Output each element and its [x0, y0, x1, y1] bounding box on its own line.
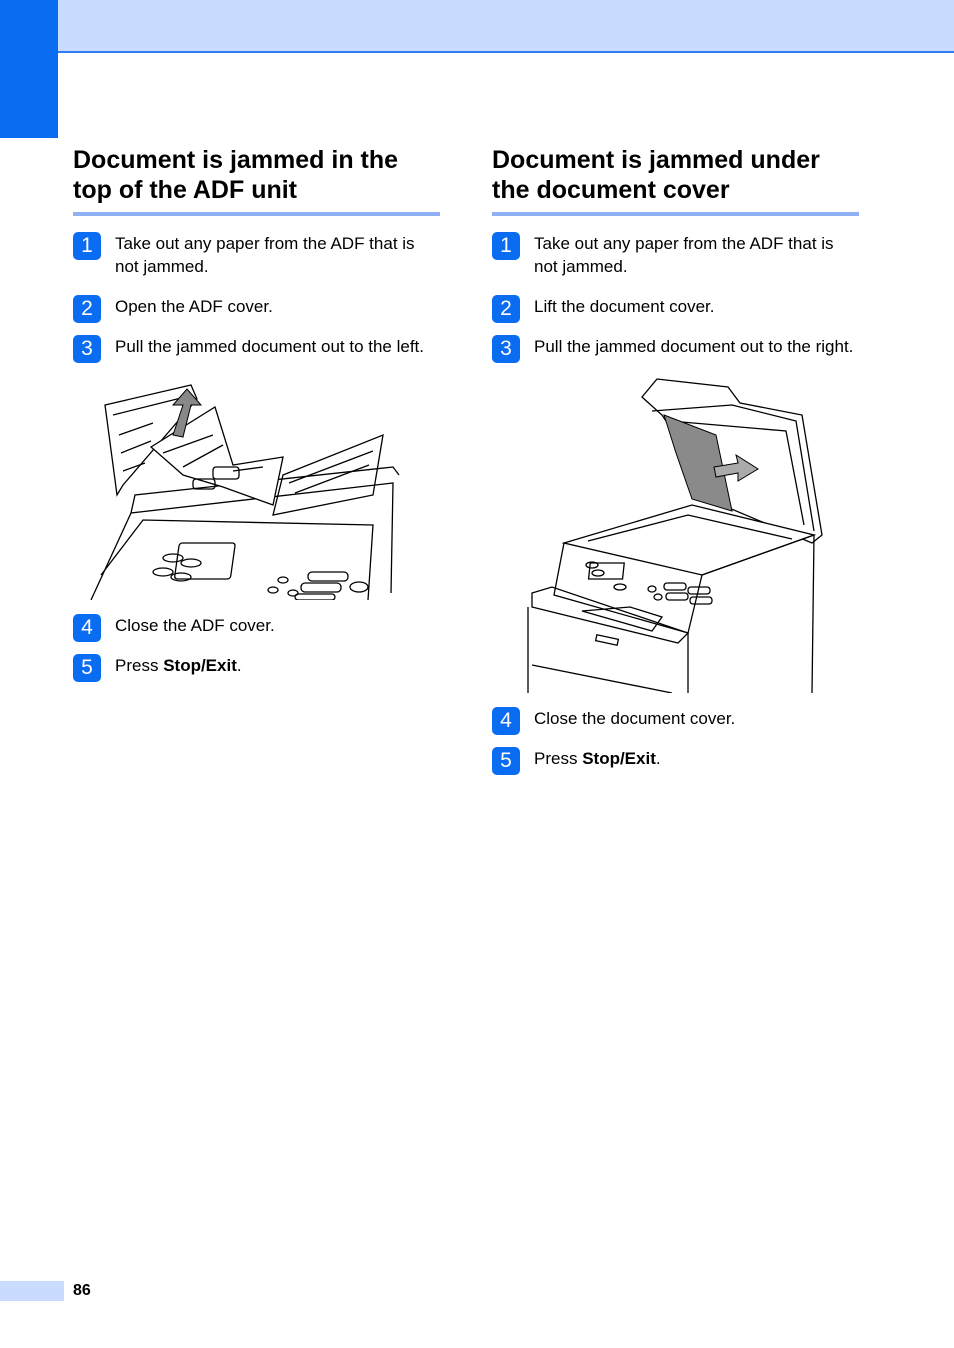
step-number-badge: 4 [73, 614, 101, 642]
step-item: 3 Pull the jammed document out to the ri… [492, 335, 859, 363]
step-item: 4 Close the ADF cover. [73, 614, 440, 642]
step-number-badge: 5 [73, 654, 101, 682]
step-item: 2 Open the ADF cover. [73, 295, 440, 323]
section-title: Document is jammed under the document co… [492, 145, 859, 216]
step-list: 1 Take out any paper from the ADF that i… [492, 232, 859, 363]
step-text-prefix: Press [534, 749, 583, 768]
step-text: Pull the jammed document out to the left… [115, 337, 425, 356]
step-number-badge: 1 [73, 232, 101, 260]
chapter-tab [0, 0, 58, 138]
document-cover-jam-illustration [527, 378, 823, 693]
step-text-suffix: . [236, 656, 242, 675]
step-list-continued: 4 Close the ADF cover. 5 Press Stop/Exit… [73, 614, 440, 682]
page-number-tab [0, 1281, 64, 1301]
step-text: Take out any paper from the ADF that is … [534, 234, 834, 276]
step-item: 1 Take out any paper from the ADF that i… [492, 232, 859, 278]
step-item: 4 Close the document cover. [492, 707, 859, 735]
step-text-prefix: Press [115, 656, 164, 675]
step-text-suffix: . [655, 749, 661, 768]
step-number-badge: 5 [492, 747, 520, 775]
step-text: Close the ADF cover. [115, 616, 275, 635]
step-number-badge: 2 [73, 295, 101, 323]
section-title: Document is jammed in the top of the ADF… [73, 145, 440, 216]
header-band [58, 0, 954, 53]
step-text: Pull the jammed document out to the righ… [534, 337, 854, 356]
step-number-badge: 3 [73, 335, 101, 363]
step-text: Open the ADF cover. [115, 297, 273, 316]
step-text: Take out any paper from the ADF that is … [115, 234, 415, 276]
step-text: Lift the document cover. [534, 297, 715, 316]
step-list-continued: 4 Close the document cover. 5 Press Stop… [492, 707, 859, 775]
section-adf-top: Document is jammed in the top of the ADF… [73, 145, 440, 694]
step-number-badge: 4 [492, 707, 520, 735]
stop-exit-key-label: Stop/Exit [163, 656, 237, 675]
step-item: 5 Press Stop/Exit. [73, 654, 440, 682]
adf-jam-illustration [90, 384, 400, 600]
step-number-badge: 2 [492, 295, 520, 323]
step-item: 1 Take out any paper from the ADF that i… [73, 232, 440, 278]
step-text: Close the document cover. [534, 709, 736, 728]
step-item: 3 Pull the jammed document out to the le… [73, 335, 440, 363]
step-list: 1 Take out any paper from the ADF that i… [73, 232, 440, 363]
step-item: 2 Lift the document cover. [492, 295, 859, 323]
step-number-badge: 3 [492, 335, 520, 363]
page-number: 86 [73, 1282, 91, 1299]
step-item: 5 Press Stop/Exit. [492, 747, 859, 775]
step-number-badge: 1 [492, 232, 520, 260]
stop-exit-key-label: Stop/Exit [582, 749, 656, 768]
section-document-cover: Document is jammed under the document co… [492, 145, 859, 787]
